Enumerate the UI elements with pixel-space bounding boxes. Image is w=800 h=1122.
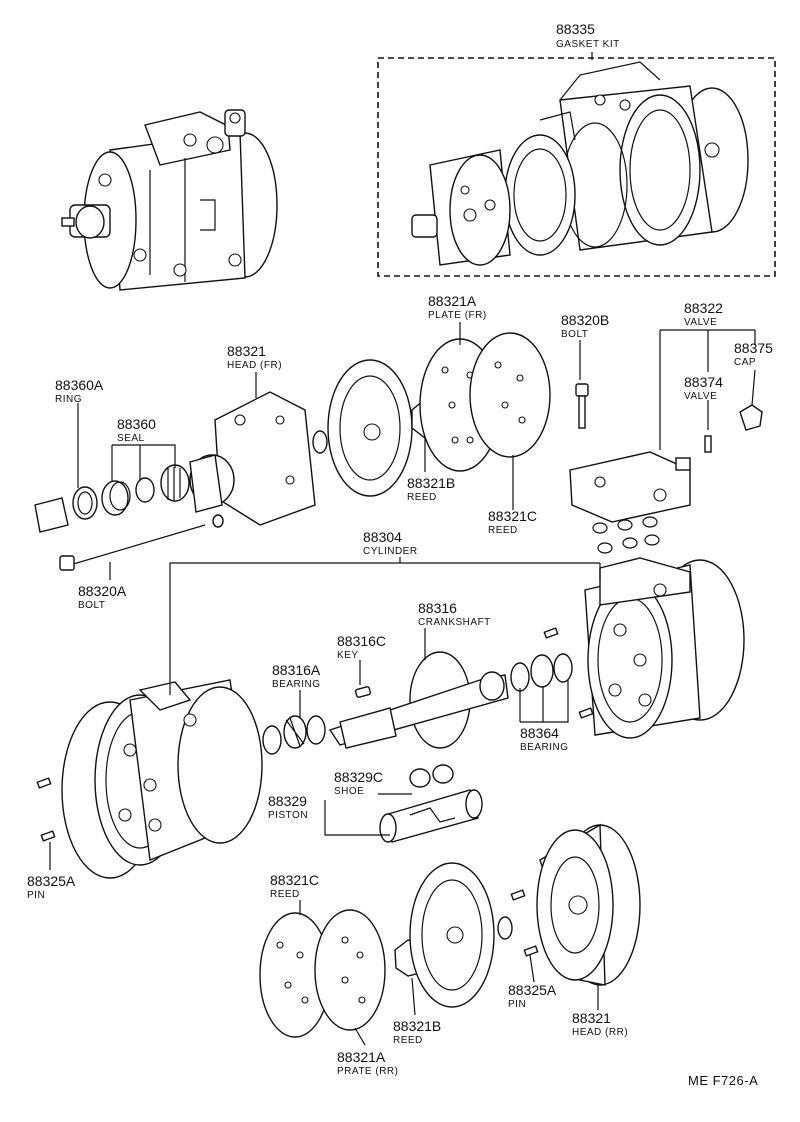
svg-text:BEARING: BEARING bbox=[520, 742, 569, 753]
svg-text:88320B: 88320B bbox=[561, 312, 609, 328]
svg-text:REED: REED bbox=[270, 889, 300, 900]
svg-text:88316: 88316 bbox=[418, 600, 457, 616]
svg-text:VALVE: VALVE bbox=[684, 317, 717, 328]
label-88321c-fr: 88321C REED bbox=[488, 508, 537, 536]
svg-text:88316A: 88316A bbox=[272, 662, 321, 678]
part-labels: 88335 GASKET KIT 88321A PLATE (FR) 88320… bbox=[27, 21, 773, 1088]
svg-text:88322: 88322 bbox=[684, 300, 723, 316]
svg-text:88375: 88375 bbox=[734, 340, 773, 356]
label-88321-rr: 88321 HEAD (RR) bbox=[572, 1010, 628, 1038]
svg-text:BOLT: BOLT bbox=[561, 329, 588, 340]
svg-text:88335: 88335 bbox=[556, 21, 595, 37]
svg-text:PRATE (RR): PRATE (RR) bbox=[337, 1066, 398, 1077]
svg-text:PIN: PIN bbox=[27, 890, 45, 901]
label-88364: 88364 BEARING bbox=[520, 725, 569, 753]
svg-text:SHOE: SHOE bbox=[334, 786, 364, 797]
svg-text:88304: 88304 bbox=[363, 529, 402, 545]
svg-text:VALVE: VALVE bbox=[684, 391, 717, 402]
label-88320b: 88320B BOLT bbox=[561, 312, 609, 340]
label-88374: 88374 VALVE bbox=[684, 374, 723, 402]
svg-text:88364: 88364 bbox=[520, 725, 559, 741]
label-88325a-left: 88325A PIN bbox=[27, 873, 76, 901]
svg-text:88321C: 88321C bbox=[270, 872, 319, 888]
svg-text:BEARING: BEARING bbox=[272, 679, 321, 690]
svg-text:KEY: KEY bbox=[337, 650, 359, 661]
svg-text:88321: 88321 bbox=[227, 343, 266, 359]
gasket-kit-group bbox=[377, 57, 776, 277]
front-parts-row bbox=[34, 332, 763, 571]
svg-text:88316C: 88316C bbox=[337, 633, 386, 649]
front-head-part bbox=[214, 391, 316, 526]
label-88335: 88335 GASKET KIT bbox=[556, 21, 620, 50]
svg-text:HEAD (FR): HEAD (FR) bbox=[227, 360, 282, 371]
svg-text:PISTON: PISTON bbox=[268, 810, 308, 821]
svg-text:REED: REED bbox=[407, 492, 437, 503]
svg-text:88321A: 88321A bbox=[428, 293, 477, 309]
label-88322: 88322 VALVE bbox=[684, 300, 723, 328]
svg-text:SEAL: SEAL bbox=[117, 433, 145, 444]
drawing-reference-code: ME F726-A bbox=[688, 1073, 758, 1088]
svg-text:88374: 88374 bbox=[684, 374, 723, 390]
svg-text:PLATE (FR): PLATE (FR) bbox=[428, 310, 487, 321]
valve-housing-part bbox=[569, 451, 691, 523]
svg-text:88360: 88360 bbox=[117, 416, 156, 432]
svg-text:88325A: 88325A bbox=[508, 982, 557, 998]
label-88329: 88329 PISTON bbox=[268, 793, 308, 821]
rear-parts-row bbox=[259, 823, 641, 1038]
leader-lines bbox=[49, 52, 756, 1046]
svg-text:GASKET KIT: GASKET KIT bbox=[556, 39, 620, 50]
svg-text:RING: RING bbox=[55, 394, 82, 405]
label-88325a-right: 88325A PIN bbox=[508, 982, 557, 1010]
svg-text:88320A: 88320A bbox=[78, 583, 127, 599]
svg-text:88360A: 88360A bbox=[55, 377, 104, 393]
label-88375: 88375 CAP bbox=[734, 340, 773, 368]
label-88316c: 88316C KEY bbox=[337, 633, 386, 661]
svg-text:CYLINDER: CYLINDER bbox=[363, 546, 418, 557]
label-88321-fr: 88321 HEAD (FR) bbox=[227, 343, 282, 371]
svg-text:88325A: 88325A bbox=[27, 873, 76, 889]
label-88320a: 88320A BOLT bbox=[78, 583, 127, 611]
label-88304: 88304 CYLINDER bbox=[363, 529, 418, 557]
svg-text:REED: REED bbox=[488, 525, 518, 536]
label-88316: 88316 CRANKSHAFT bbox=[418, 600, 491, 628]
label-88360a: 88360A RING bbox=[55, 377, 104, 405]
svg-text:REED: REED bbox=[393, 1035, 423, 1046]
assembled-compressor bbox=[61, 109, 278, 291]
svg-text:88321C: 88321C bbox=[488, 508, 537, 524]
svg-text:BOLT: BOLT bbox=[78, 600, 105, 611]
svg-text:HEAD (RR): HEAD (RR) bbox=[572, 1027, 628, 1038]
svg-text:88329C: 88329C bbox=[334, 769, 383, 785]
svg-text:88321A: 88321A bbox=[337, 1049, 386, 1065]
label-88321a-fr: 88321A PLATE (FR) bbox=[428, 293, 487, 321]
label-88321c-rr: 88321C REED bbox=[270, 872, 319, 900]
svg-text:CAP: CAP bbox=[734, 357, 756, 368]
label-88360: 88360 SEAL bbox=[117, 416, 156, 444]
label-88321b-rr: 88321B REED bbox=[393, 1018, 441, 1046]
label-88321b-fr: 88321B REED bbox=[407, 475, 455, 503]
gasket-kit-dashed-box bbox=[377, 57, 776, 277]
svg-text:PIN: PIN bbox=[508, 999, 526, 1010]
label-88316a: 88316A BEARING bbox=[272, 662, 321, 690]
svg-text:88321B: 88321B bbox=[407, 475, 455, 491]
svg-text:CRANKSHAFT: CRANKSHAFT bbox=[418, 617, 491, 628]
svg-text:88321: 88321 bbox=[572, 1010, 611, 1026]
middle-parts-row bbox=[36, 557, 745, 879]
svg-text:88329: 88329 bbox=[268, 793, 307, 809]
label-88321a-rr: 88321A PRATE (RR) bbox=[337, 1049, 398, 1077]
svg-text:88321B: 88321B bbox=[393, 1018, 441, 1034]
label-88329c: 88329C SHOE bbox=[334, 769, 383, 797]
ring-sleeve-part bbox=[34, 497, 69, 533]
